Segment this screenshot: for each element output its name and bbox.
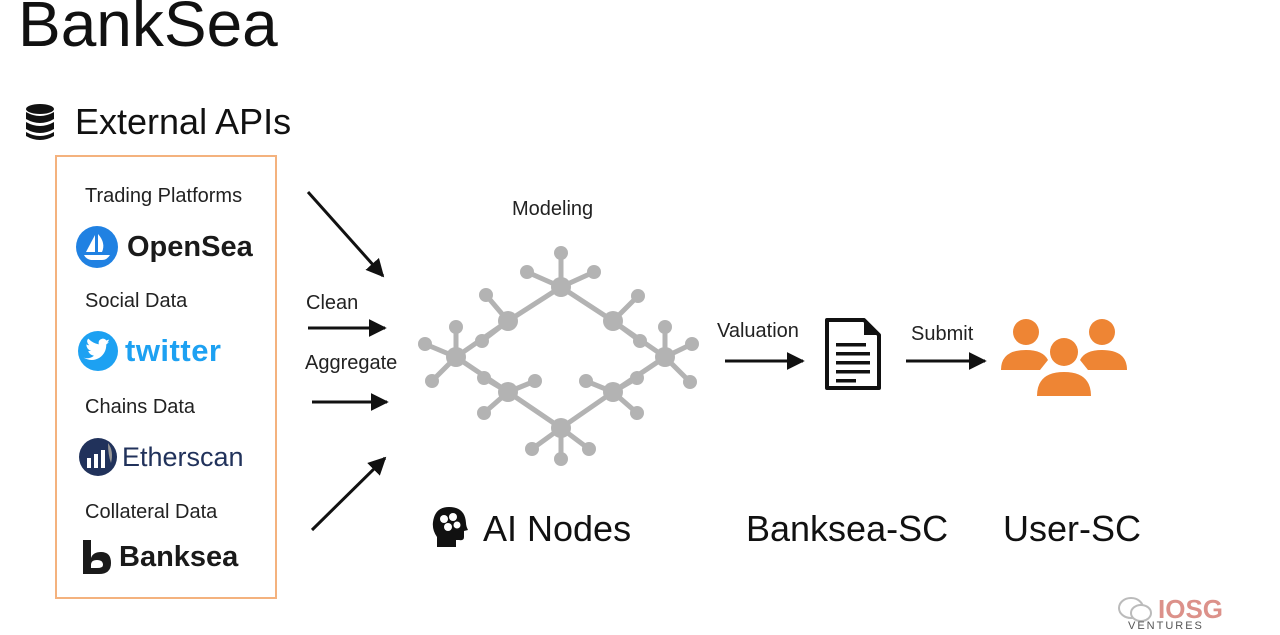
network-hub [498,382,518,402]
category-chains-data: Chains Data [85,396,196,418]
network-node [582,442,596,456]
category-trading-platforms: Trading Platforms [85,185,243,207]
network-link [506,284,563,324]
arrow-up-right [310,456,387,532]
network-hub [655,347,675,367]
user-sc-label: User-SC [1003,508,1142,549]
users-group-icon [1001,319,1127,396]
twitter-wordmark: twitter [125,333,222,368]
network-node [477,371,491,385]
banksea-logo: Banksea [79,538,238,576]
network-node [479,288,493,302]
banksea-wordmark: Banksea [119,540,239,573]
network-hub [603,311,623,331]
aggregate-label: Aggregate [305,352,398,374]
network-node [587,265,601,279]
network-hub [446,347,466,367]
opensea-icon [76,226,118,268]
network-node [477,406,491,420]
network-node [685,337,699,351]
modeling-label: Modeling [512,198,594,220]
category-collateral-data: Collateral Data [85,501,218,523]
submit-label: Submit [911,323,974,345]
network-link [559,284,615,324]
clean-label: Clean [306,292,359,314]
opensea-wordmark: OpenSea [127,230,253,263]
ai-nodes-label: AI Nodes [483,508,632,549]
etherscan-icon [79,438,117,476]
banksea-sc-label: Banksea-SC [746,508,949,549]
external-apis-heading: External APIs [75,101,292,142]
network-hub [603,382,623,402]
network-node [525,442,539,456]
watermark-sub: VENTURES [1128,620,1204,632]
twitter-logo: twitter [77,330,222,372]
network-node [449,320,463,334]
network-node [520,265,534,279]
watermark-brand: IOSG [1158,594,1224,624]
network-node [579,374,593,388]
network-node [658,320,672,334]
network-node [630,406,644,420]
network-node [633,334,647,348]
chat-bubble-icon [1118,597,1152,622]
network-hub [498,311,518,331]
network-node [683,375,697,389]
page-title: BankSea [18,0,278,60]
twitter-bird-icon [78,331,118,371]
network-node [475,334,489,348]
brain-head-icon [432,507,468,547]
external-sources-box [55,155,277,599]
network-node [528,374,542,388]
arrow-down-right [306,191,385,278]
network-link [506,389,563,431]
network-node [425,374,439,388]
database-icon [26,104,54,140]
network-node [554,246,568,260]
network-node [554,452,568,466]
document-icon [825,318,881,390]
network-link [559,389,615,431]
valuation-label: Valuation [717,320,799,342]
watermark: IOSG VENTURES [1118,590,1268,634]
category-social-data: Social Data [85,290,188,312]
network-node [631,289,645,303]
etherscan-logo: Etherscan [78,437,244,477]
network-node [418,337,432,351]
network-hub [551,418,571,438]
network-node [630,371,644,385]
etherscan-wordmark: Etherscan [122,441,244,472]
banksea-icon [83,540,111,574]
opensea-logo: OpenSea [75,225,253,269]
network-hub [551,277,571,297]
